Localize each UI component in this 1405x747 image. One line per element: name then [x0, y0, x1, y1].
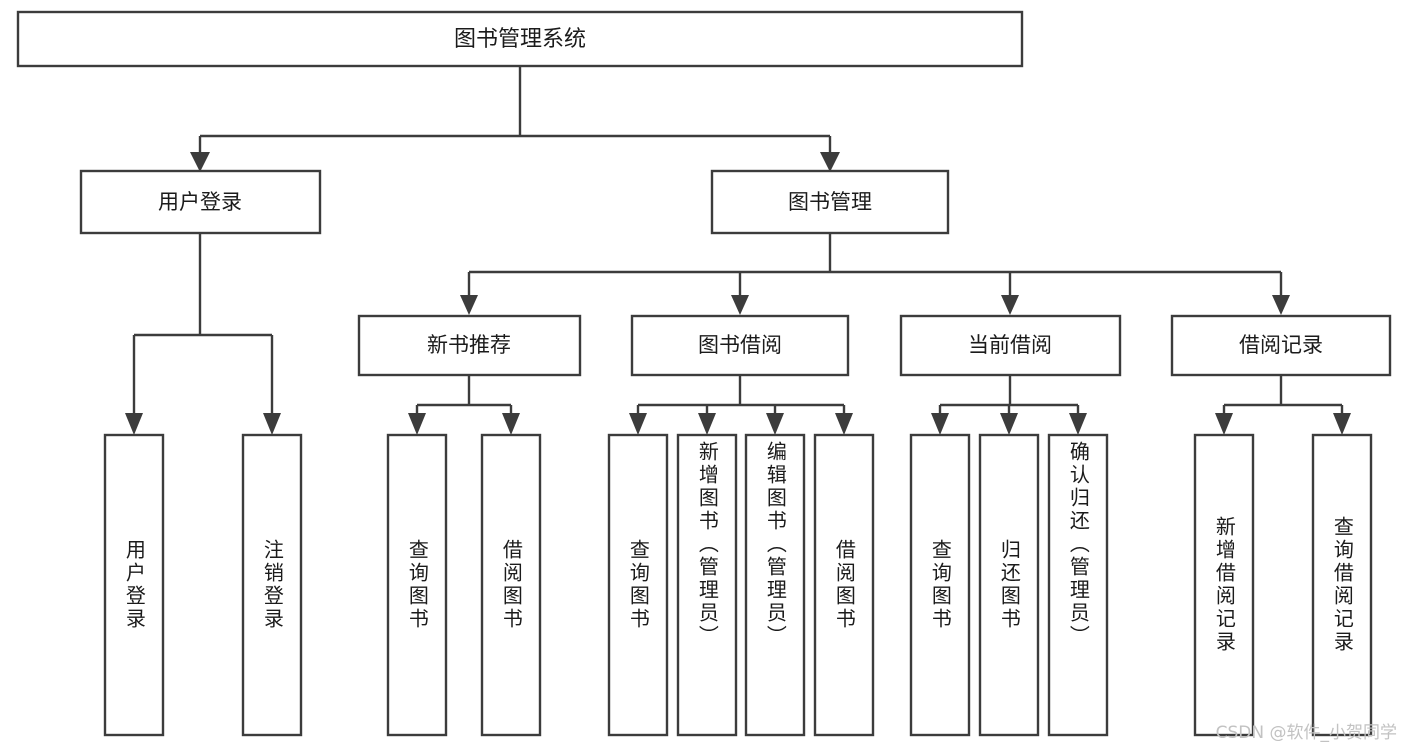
node-user-login-label: 用户登录 [158, 190, 242, 214]
arrow-bookmgmt-mod-1 [460, 295, 478, 315]
leaf-box-layer [103, 433, 1373, 737]
leaf-query-book-2-box[interactable] [607, 433, 669, 737]
leaf-add-record-box[interactable] [1193, 433, 1255, 737]
node-book-management[interactable]: 图书管理 [710, 169, 950, 235]
node-borrow-record-label: 借阅记录 [1239, 333, 1323, 357]
arrow-current-leaf-3 [1069, 413, 1087, 435]
node-book-management-box[interactable] [710, 169, 950, 235]
arrow-borrow-leaf-4 [835, 413, 853, 435]
arrow-bookmgmt-mod-2 [731, 295, 749, 315]
node-current-borrow-box[interactable] [899, 314, 1122, 377]
node-current-borrow[interactable]: 当前借阅 [899, 314, 1122, 377]
arrow-userlogin-leaf-2 [263, 413, 281, 435]
arrow-bookmgmt-mod-3 [1001, 295, 1019, 315]
leaf-borrow-book-2-box[interactable] [813, 433, 875, 737]
connector-layer [125, 66, 1351, 435]
leaf-user-login-box[interactable] [103, 433, 165, 737]
arrow-current-leaf-2 [1000, 413, 1018, 435]
watermark: CSDN @软件_小贺同学 [1215, 723, 1397, 743]
arrow-record-leaf-1 [1215, 413, 1233, 435]
arrow-record-leaf-2 [1333, 413, 1351, 435]
node-borrow-record-box[interactable] [1170, 314, 1392, 377]
node-book-borrow-label: 图书借阅 [698, 333, 782, 357]
leaf-query-book-3-box[interactable] [909, 433, 971, 737]
node-user-login-box[interactable] [79, 169, 322, 235]
leaf-borrow-book-1-box[interactable] [480, 433, 542, 737]
arrow-newbook-leaf-2 [502, 413, 520, 435]
arrow-borrow-leaf-1 [629, 413, 647, 435]
node-book-management-label: 图书管理 [788, 190, 872, 214]
node-new-book-recommend[interactable]: 新书推荐 [357, 314, 582, 377]
node-new-book-recommend-label: 新书推荐 [427, 333, 511, 357]
arrow-current-leaf-1 [931, 413, 949, 435]
arrow-newbook-leaf-1 [408, 413, 426, 435]
arrow-userlogin-leaf-1 [125, 413, 143, 435]
leaf-edit-book-box[interactable] [744, 433, 806, 737]
node-root[interactable]: 图书管理系统 [16, 10, 1024, 68]
leaf-return-book-box[interactable] [978, 433, 1040, 737]
arrow-borrow-leaf-2 [698, 413, 716, 435]
leaf-query-record-box[interactable] [1311, 433, 1373, 737]
leaf-add-book-box[interactable] [676, 433, 738, 737]
node-user-login[interactable]: 用户登录 [79, 169, 322, 235]
node-borrow-record[interactable]: 借阅记录 [1170, 314, 1392, 377]
node-root-label: 图书管理系统 [454, 27, 586, 52]
arrow-bookmgmt-mod-4 [1272, 295, 1290, 315]
leaf-query-book-1-box[interactable] [386, 433, 448, 737]
node-current-borrow-label: 当前借阅 [968, 333, 1052, 357]
node-book-borrow-box[interactable] [630, 314, 850, 377]
node-new-book-recommend-box[interactable] [357, 314, 582, 377]
arrow-borrow-leaf-3 [766, 413, 784, 435]
arrow-root-to-bookmgmt [820, 152, 840, 172]
leaf-logout-login-box[interactable] [241, 433, 303, 737]
node-root-box[interactable] [16, 10, 1024, 68]
leaf-confirm-return-box[interactable] [1047, 433, 1109, 737]
arrow-root-to-userlogin [190, 152, 210, 172]
node-book-borrow[interactable]: 图书借阅 [630, 314, 850, 377]
